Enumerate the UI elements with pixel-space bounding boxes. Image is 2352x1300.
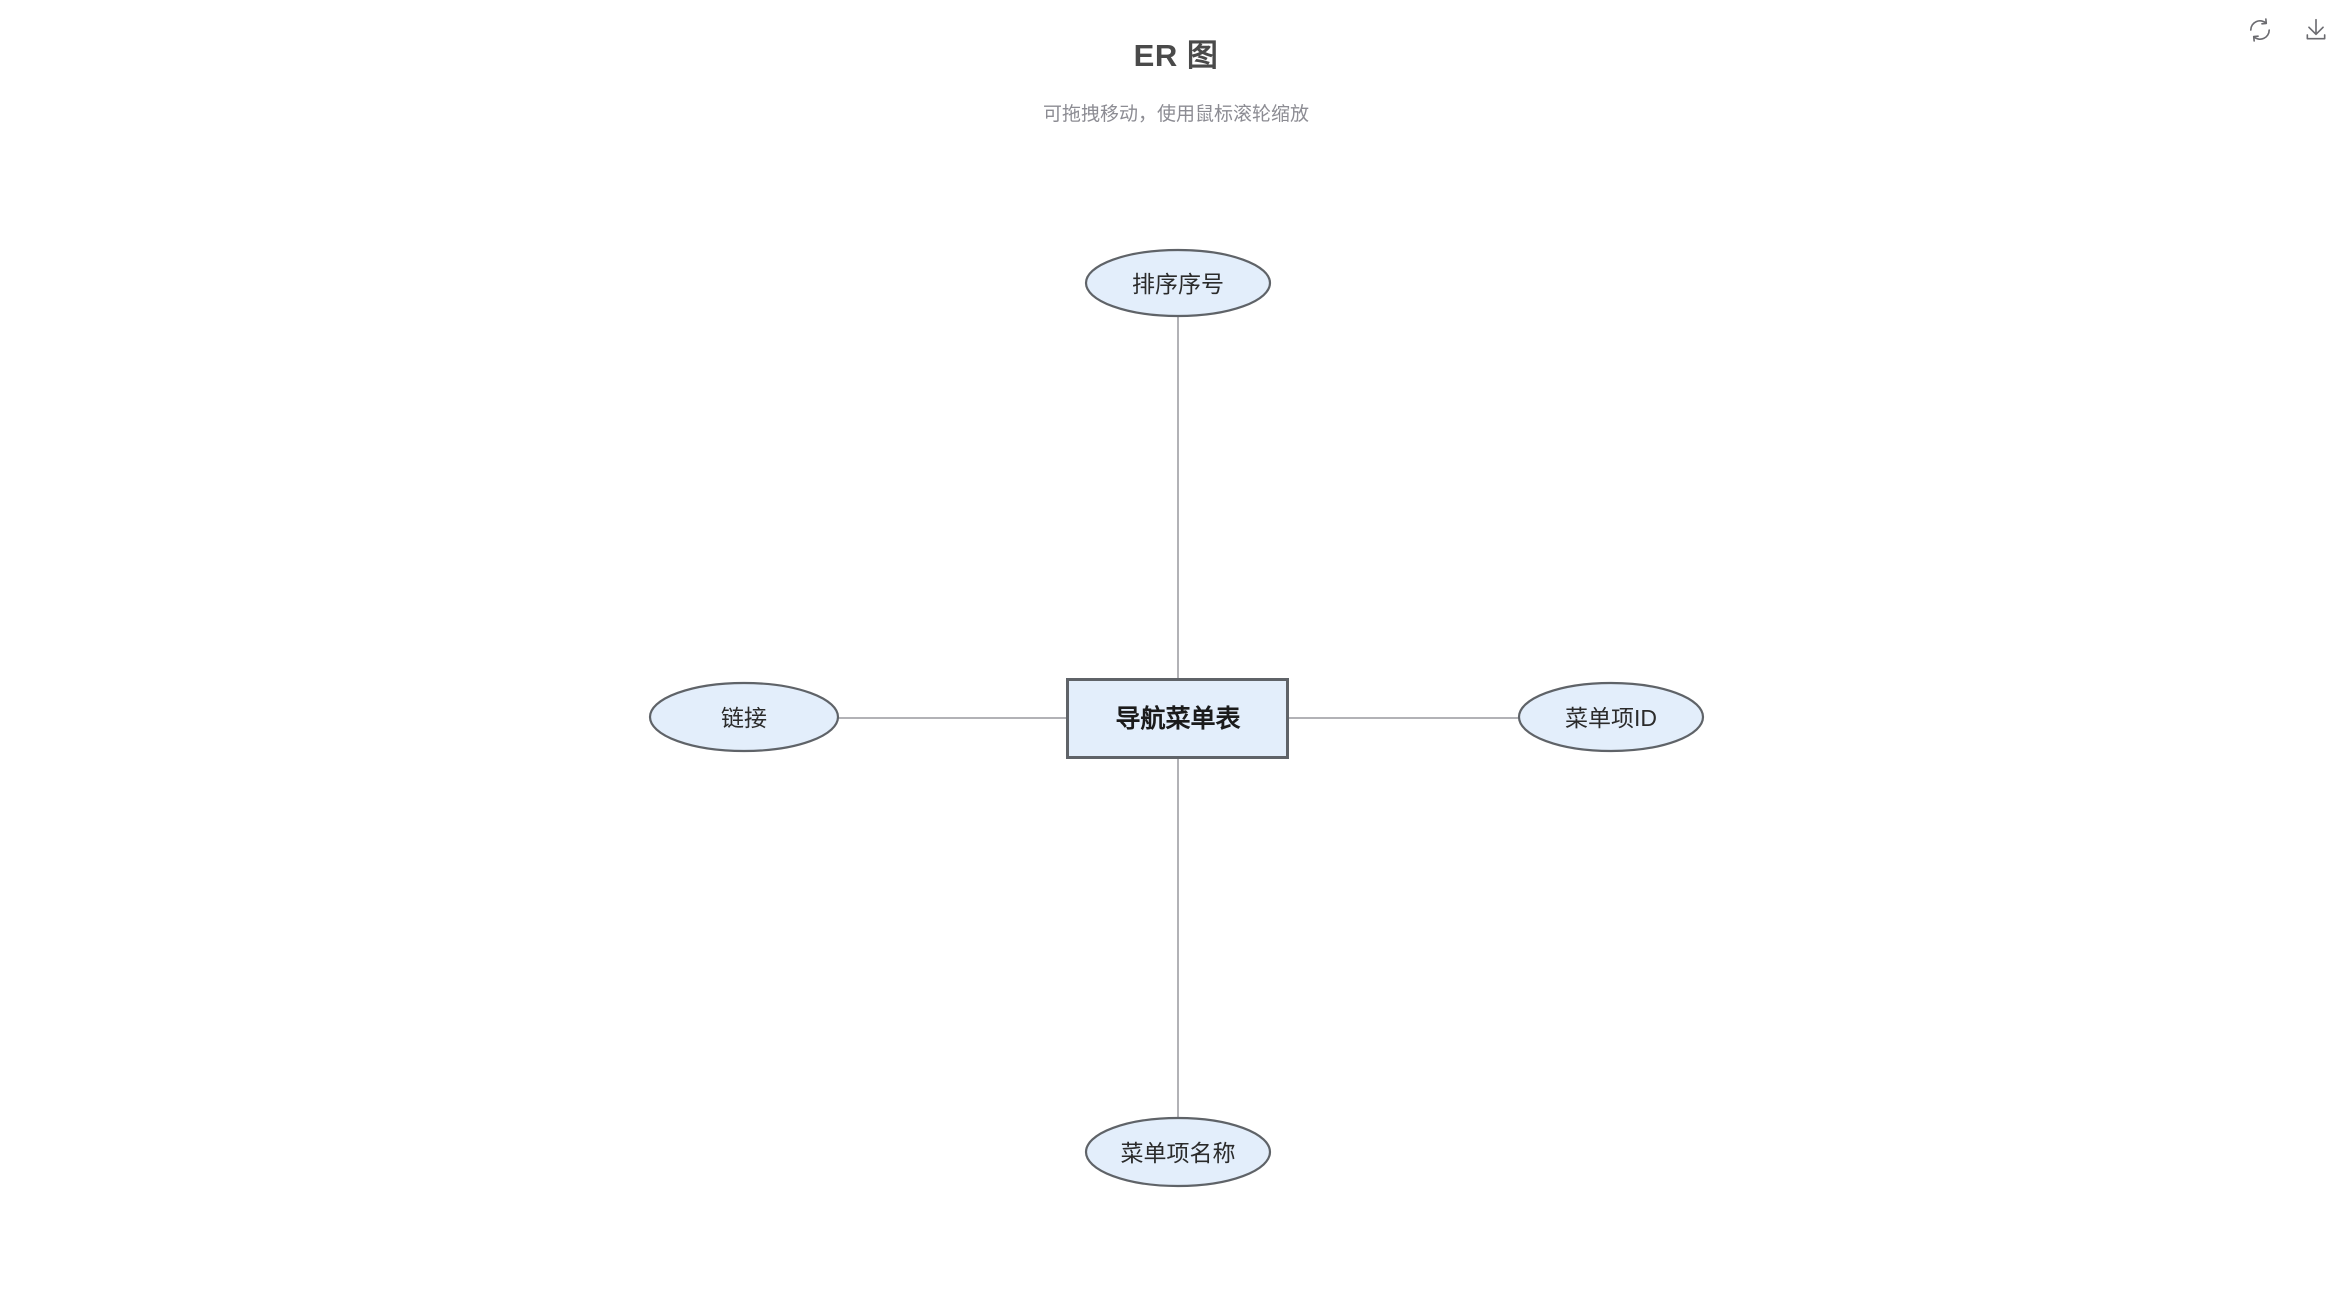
er-attribute-label: 排序序号 [1132, 271, 1224, 297]
er-attribute-menu-item-name[interactable]: 菜单项名称 [1084, 1116, 1272, 1188]
er-entity-shape[interactable] [1066, 678, 1289, 759]
er-attribute-menu-item-id[interactable]: 菜单项ID [1517, 681, 1705, 753]
er-attribute-label: 菜单项ID [1565, 705, 1657, 731]
er-attribute-shape[interactable] [1084, 1116, 1272, 1188]
er-attribute-label: 菜单项名称 [1121, 1140, 1236, 1166]
diagram-toolbar [2242, 12, 2334, 48]
er-attribute-shape[interactable] [1517, 681, 1705, 753]
er-attribute-link[interactable]: 链接 [648, 681, 840, 753]
er-entity-nav-menu-table[interactable]: 导航菜单表 [1066, 678, 1289, 759]
download-button[interactable] [2298, 12, 2334, 48]
er-entity-label: 导航菜单表 [1115, 704, 1241, 733]
er-attribute-shape[interactable] [1084, 248, 1272, 318]
refresh-icon [2247, 17, 2273, 43]
er-attribute-shape[interactable] [648, 681, 840, 753]
er-edge-group [838, 316, 1519, 1119]
er-attribute-label: 链接 [721, 705, 767, 731]
download-icon [2303, 17, 2329, 43]
er-attribute-sort-order[interactable]: 排序序号 [1084, 248, 1272, 318]
reset-view-button[interactable] [2242, 12, 2278, 48]
